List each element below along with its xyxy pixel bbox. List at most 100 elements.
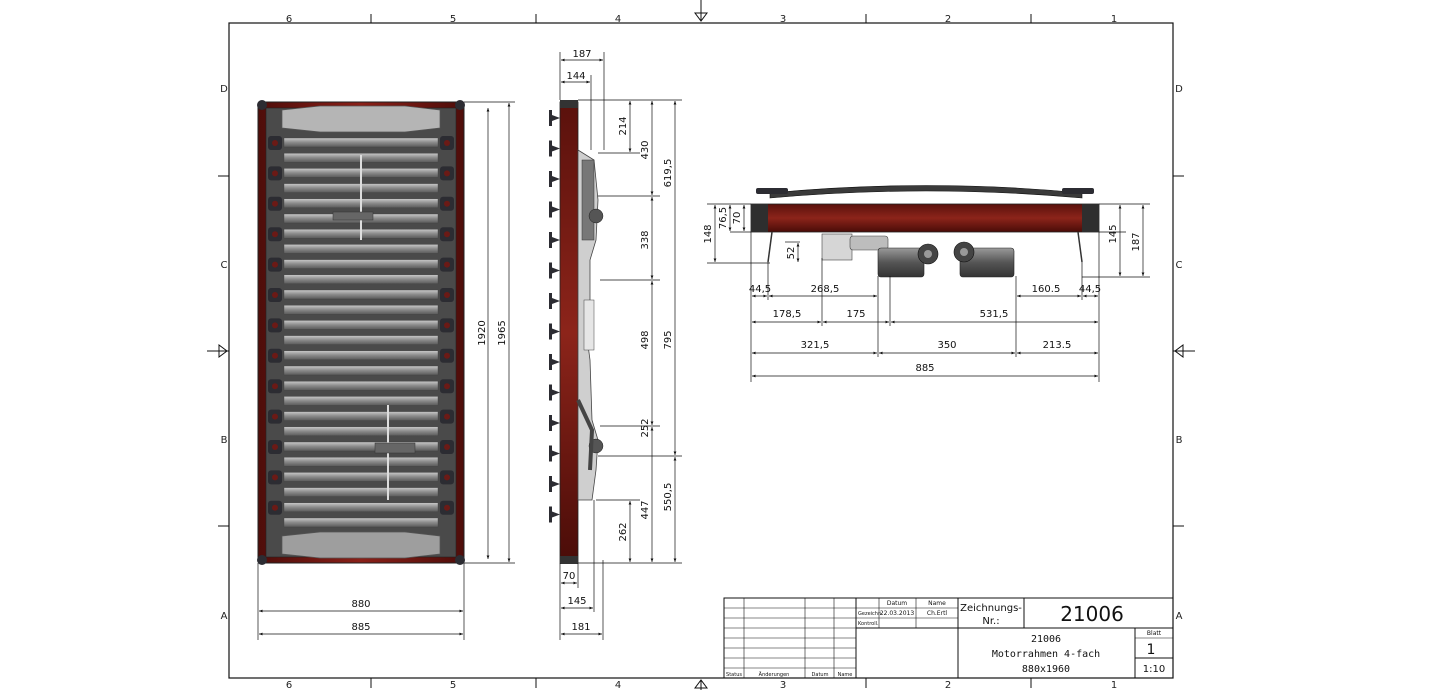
dim-885-end: 885 [915,363,934,374]
zone-bottom-3: 3 [780,680,786,690]
side-cap [549,262,560,279]
dim-70-end: 70 [732,212,743,225]
slat-cap-dot [272,200,278,207]
dim-430: 430 [640,140,651,159]
tb-name-footer: Name [838,672,853,678]
side-cap [549,384,560,401]
tb-blatt-value: 1 [1147,642,1156,658]
dim-321-5: 321,5 [801,340,830,351]
dim-350: 350 [937,340,956,351]
dim-145-end: 145 [1108,224,1119,243]
dim-44-5-left: 44,5 [749,284,771,295]
tb-datum-footer: Datum [812,672,829,678]
slat [283,335,439,345]
dim-447: 447 [640,500,651,519]
slat-cap-dot [444,352,450,359]
slat [283,472,439,482]
tb-col-datum: Datum [887,600,907,607]
side-view [549,100,604,564]
slat [283,517,439,528]
slat [283,426,439,436]
slat-cap-dot [272,292,278,298]
dim-181-bottom: 181 [571,622,590,633]
zone-top-1: 1 [1111,14,1117,25]
tb-desc-line3: 880x1960 [1022,664,1070,675]
slat-cap-dot [444,200,450,207]
tb-scale: 1:10 [1143,664,1165,675]
slat-cap-dot [272,504,278,511]
slat-cap-dot [444,261,450,268]
slat-cap-dot [444,292,450,298]
dim-187-end: 187 [1131,232,1142,251]
side-cap [549,476,560,492]
zone-right-c: C [1176,260,1183,271]
slat [283,502,439,512]
dim-width-885: 885 [351,622,370,633]
zone-bottom-1: 1 [1111,680,1117,690]
slat-cap-dot [444,474,450,481]
tb-date: 22.03.2013 [880,610,915,617]
tb-zeichnungs-label-1: Zeichnungs- [960,603,1022,614]
slat [283,381,439,391]
dim-length-1965: 1965 [497,320,508,345]
side-cap [549,171,560,187]
slat [283,274,439,284]
side-cap [549,140,560,157]
tb-blatt-label: Blatt [1147,630,1162,637]
zone-bottom-5: 5 [450,680,456,690]
slat-cap-dot [444,231,450,238]
slat-cap-dot [444,322,450,329]
slat-cap-dot [444,504,450,511]
dim-619-5: 619,5 [663,159,674,188]
dim-262: 262 [618,522,629,541]
zone-bottom-2: 2 [945,680,951,690]
side-view-dimensions [559,52,682,640]
zone-labels: 6 5 4 3 2 1 6 5 4 3 2 1 D C B A D C B A [220,14,1183,690]
dim-178-5: 178,5 [773,309,802,320]
dim-160-5: 160.5 [1032,284,1061,295]
dim-498: 498 [640,330,651,349]
slat-cap-dot [444,383,450,390]
slat-cap-dot [444,413,450,420]
zone-bottom-6: 6 [286,680,292,690]
slat-cap-dot [272,231,278,238]
slat-cap-dot [444,140,450,146]
tb-zeichnungs-label-2: Nr.: [982,616,999,627]
dim-550-5: 550,5 [663,483,674,512]
slat-cap-dot [272,170,278,177]
slat [283,457,439,467]
slat [283,289,439,300]
slat [283,259,439,269]
slat-cap-dot [272,413,278,420]
zone-left-b: B [221,435,228,446]
dim-44-5-right: 44,5 [1079,284,1101,295]
dim-213-5: 213.5 [1043,340,1072,351]
slat-cap-dot [272,140,278,146]
slat [283,350,439,360]
slat-cap-dot [272,383,278,390]
zone-left-c: C [221,260,228,271]
zone-right-a: A [1176,611,1183,622]
slat [283,411,439,421]
dim-length-1920: 1920 [477,320,488,345]
zone-top-5: 5 [450,14,456,25]
dim-338: 338 [640,230,651,249]
slat [283,244,439,254]
slat [283,365,439,376]
tb-status: Status [726,672,742,678]
dim-252: 252 [640,418,651,437]
tb-aenderungen: Änderungen [759,671,790,678]
slat [283,441,439,452]
side-cap [549,506,560,523]
side-cap [549,415,560,431]
slat-cap-dot [272,444,278,450]
dim-214: 214 [618,116,629,135]
dim-531-5: 531,5 [980,309,1009,320]
slat [283,487,439,497]
zone-left-a: A [221,611,228,622]
tb-drawing-number: 21006 [1060,602,1124,626]
zone-top-2: 2 [945,14,951,25]
slat-cap-dot [272,322,278,329]
tb-desc-line1: 21006 [1031,634,1061,645]
